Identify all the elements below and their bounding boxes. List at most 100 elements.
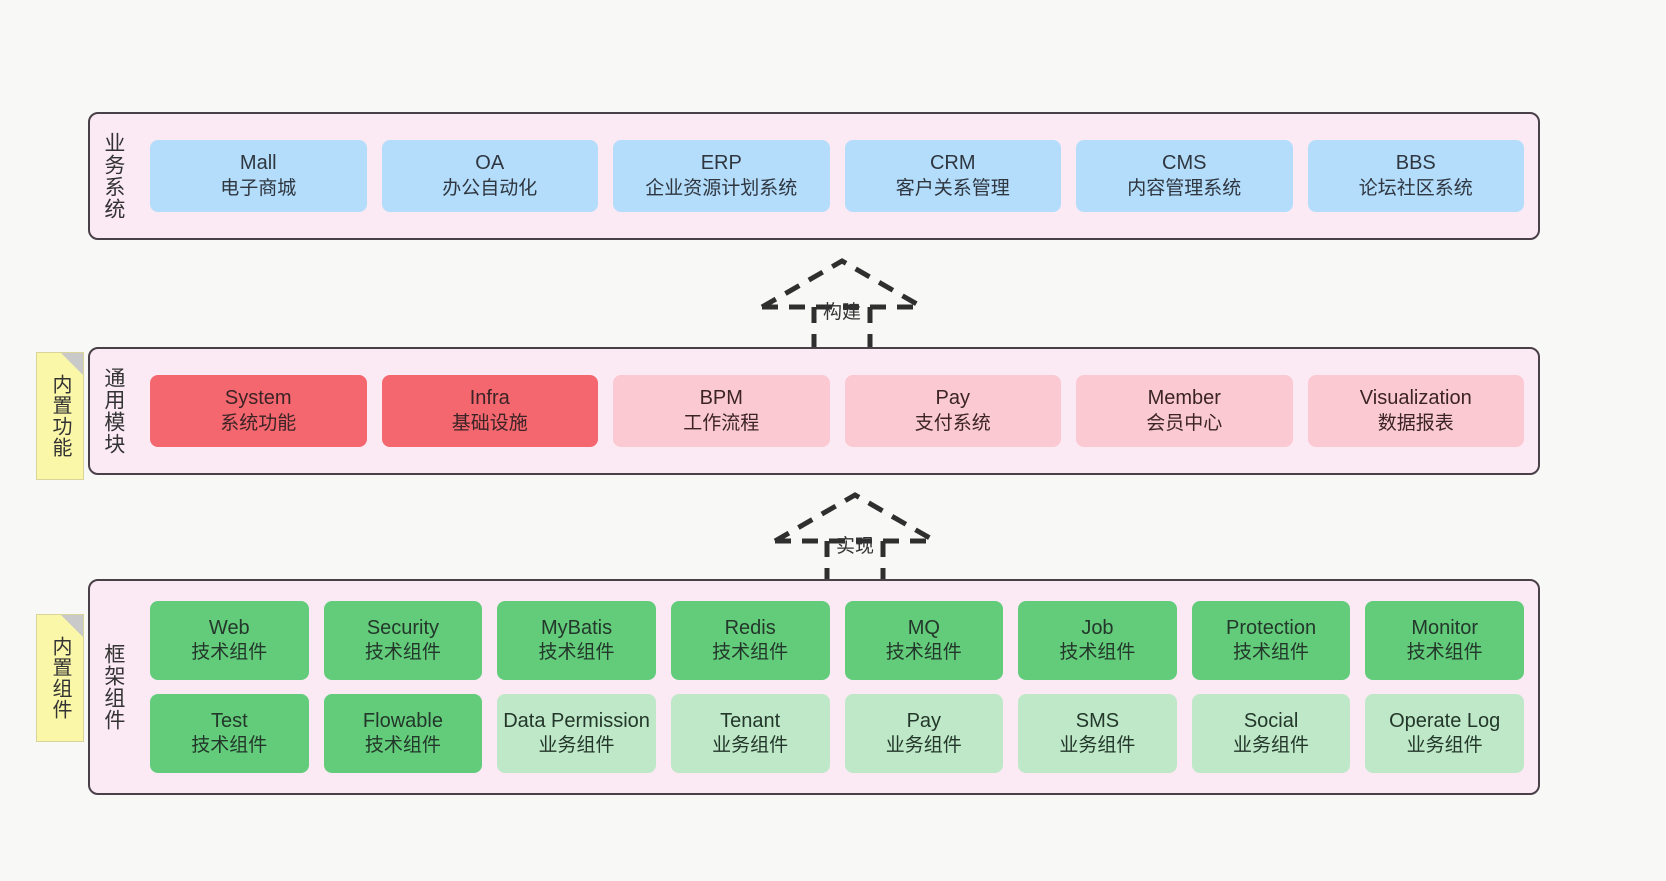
node-bbs-en: BBS <box>1395 152 1436 175</box>
band-business-systems: 业务系统 Mall 电子商城 OA 办公自动化 ERP 企业资源计划系统 CRM… <box>88 112 1540 240</box>
node-infra-cn: 基础设施 <box>451 412 528 434</box>
node-cms[interactable]: CMS 内容管理系统 <box>1076 140 1293 212</box>
node-flowable-cn: 技术组件 <box>364 735 441 757</box>
generalization-arrow-icon <box>773 492 937 589</box>
node-mall-cn: 电子商城 <box>220 177 297 199</box>
node-flowable-en: Flowable <box>362 709 443 732</box>
node-protection[interactable]: Protection 技术组件 <box>1191 601 1351 680</box>
node-oa-cn: 办公自动化 <box>442 177 538 199</box>
node-mall-en: Mall <box>239 152 277 175</box>
band-common-title: 通用模块 <box>101 367 125 455</box>
band-common-body: System 系统功能 Infra 基础设施 BPM 工作流程 Pay 支付系统… <box>136 349 1538 473</box>
node-bpm-en: BPM <box>699 387 743 410</box>
band-business-body: Mall 电子商城 OA 办公自动化 ERP 企业资源计划系统 CRM 客户关系… <box>136 114 1538 238</box>
node-erp-cn: 企业资源计划系统 <box>645 177 798 199</box>
node-bpm-cn: 工作流程 <box>683 412 760 434</box>
node-system-cn: 系统功能 <box>220 412 297 434</box>
node-security-cn: 技术组件 <box>364 642 441 664</box>
node-tenant-en: Tenant <box>720 709 781 732</box>
band-business-row: Mall 电子商城 OA 办公自动化 ERP 企业资源计划系统 CRM 客户关系… <box>150 140 1524 212</box>
node-web-en: Web <box>208 616 250 639</box>
node-erp-en: ERP <box>700 152 742 175</box>
node-sms[interactable]: SMS 业务组件 <box>1018 694 1177 773</box>
band-framework-body: Web 技术组件 Security 技术组件 MyBatis 技术组件 Redi… <box>136 581 1538 793</box>
node-social[interactable]: Social 业务组件 <box>1191 694 1351 773</box>
node-tenant[interactable]: Tenant 业务组件 <box>670 694 830 773</box>
node-operate-log-cn: 业务组件 <box>1406 735 1483 757</box>
node-crm-cn: 客户关系管理 <box>895 177 1010 199</box>
node-oa-en: OA <box>475 152 505 175</box>
node-crm-en: CRM <box>929 152 976 175</box>
node-system[interactable]: System 系统功能 <box>150 375 367 447</box>
node-operate-log-en: Operate Log <box>1389 709 1501 732</box>
node-job[interactable]: Job 技术组件 <box>1018 601 1177 680</box>
node-social-en: Social <box>1243 709 1299 732</box>
node-member-cn: 会员中心 <box>1146 412 1223 434</box>
node-mybatis[interactable]: MyBatis 技术组件 <box>497 601 656 680</box>
node-security[interactable]: Security 技术组件 <box>323 601 483 680</box>
node-monitor-cn: 技术组件 <box>1406 642 1483 664</box>
node-bbs-cn: 论坛社区系统 <box>1358 177 1473 199</box>
node-pay-component[interactable]: Pay 业务组件 <box>844 694 1004 773</box>
node-flowable[interactable]: Flowable 技术组件 <box>323 694 483 773</box>
band-framework-row-biz: Test 技术组件 Flowable 技术组件 Data Permission … <box>150 694 1524 773</box>
node-infra-en: Infra <box>469 387 510 410</box>
band-framework-title: 框架组件 <box>101 643 125 731</box>
node-erp[interactable]: ERP 企业资源计划系统 <box>613 140 830 212</box>
node-oa[interactable]: OA 办公自动化 <box>381 140 598 212</box>
node-bbs[interactable]: BBS 论坛社区系统 <box>1307 140 1524 212</box>
node-mq[interactable]: MQ 技术组件 <box>844 601 1004 680</box>
node-system-en: System <box>224 387 292 410</box>
node-data-permission-cn: 业务组件 <box>538 735 615 757</box>
node-visualization-cn: 数据报表 <box>1377 412 1454 434</box>
node-job-en: Job <box>1081 616 1114 639</box>
node-web-cn: 技术组件 <box>191 642 268 664</box>
node-mq-cn: 技术组件 <box>885 642 962 664</box>
node-protection-cn: 技术组件 <box>1233 642 1310 664</box>
generalization-arrow-icon <box>760 258 924 355</box>
node-social-cn: 业务组件 <box>1233 735 1310 757</box>
node-pay-component-en: Pay <box>906 709 942 732</box>
connector-realize: 实现 <box>765 489 945 589</box>
node-protection-en: Protection <box>1226 616 1317 639</box>
connector-build: 构建 <box>752 255 932 355</box>
node-bpm[interactable]: BPM 工作流程 <box>613 375 830 447</box>
node-pay-module-cn: 支付系统 <box>914 412 991 434</box>
band-framework-components: 框架组件 Web 技术组件 Security 技术组件 MyBatis 技术组件… <box>88 579 1540 795</box>
node-security-en: Security <box>366 616 440 639</box>
node-visualization[interactable]: Visualization 数据报表 <box>1307 375 1524 447</box>
node-tenant-cn: 业务组件 <box>712 735 789 757</box>
node-mall[interactable]: Mall 电子商城 <box>150 140 367 212</box>
node-mybatis-cn: 技术组件 <box>538 642 615 664</box>
node-sms-cn: 业务组件 <box>1059 735 1136 757</box>
node-redis-cn: 技术组件 <box>712 642 789 664</box>
band-framework-row-tech: Web 技术组件 Security 技术组件 MyBatis 技术组件 Redi… <box>150 601 1524 680</box>
note-builtin-components: 内置组件 <box>36 614 84 742</box>
band-common-modules: 通用模块 System 系统功能 Infra 基础设施 BPM 工作流程 Pay… <box>88 347 1540 475</box>
node-test-en: Test <box>210 709 248 732</box>
node-redis[interactable]: Redis 技术组件 <box>670 601 830 680</box>
node-cms-cn: 内容管理系统 <box>1127 177 1242 199</box>
node-member[interactable]: Member 会员中心 <box>1076 375 1293 447</box>
node-pay-module-en: Pay <box>935 387 970 410</box>
node-pay-module[interactable]: Pay 支付系统 <box>844 375 1061 447</box>
node-sms-en: SMS <box>1075 709 1120 732</box>
node-data-permission[interactable]: Data Permission 业务组件 <box>497 694 656 773</box>
node-web[interactable]: Web 技术组件 <box>150 601 309 680</box>
node-operate-log[interactable]: Operate Log 业务组件 <box>1365 694 1524 773</box>
node-crm[interactable]: CRM 客户关系管理 <box>844 140 1061 212</box>
node-member-en: Member <box>1147 387 1221 410</box>
band-common-row: System 系统功能 Infra 基础设施 BPM 工作流程 Pay 支付系统… <box>150 375 1524 447</box>
node-test-cn: 技术组件 <box>191 735 268 757</box>
node-monitor-en: Monitor <box>1411 616 1479 639</box>
node-mybatis-en: MyBatis <box>541 616 613 639</box>
node-infra[interactable]: Infra 基础设施 <box>381 375 598 447</box>
node-redis-en: Redis <box>724 616 776 639</box>
node-data-permission-en: Data Permission <box>503 709 650 732</box>
band-business-title: 业务系统 <box>101 132 125 220</box>
note-builtin-features: 内置功能 <box>36 352 84 480</box>
node-job-cn: 技术组件 <box>1059 642 1136 664</box>
node-test[interactable]: Test 技术组件 <box>150 694 309 773</box>
node-cms-en: CMS <box>1162 152 1207 175</box>
node-monitor[interactable]: Monitor 技术组件 <box>1365 601 1524 680</box>
